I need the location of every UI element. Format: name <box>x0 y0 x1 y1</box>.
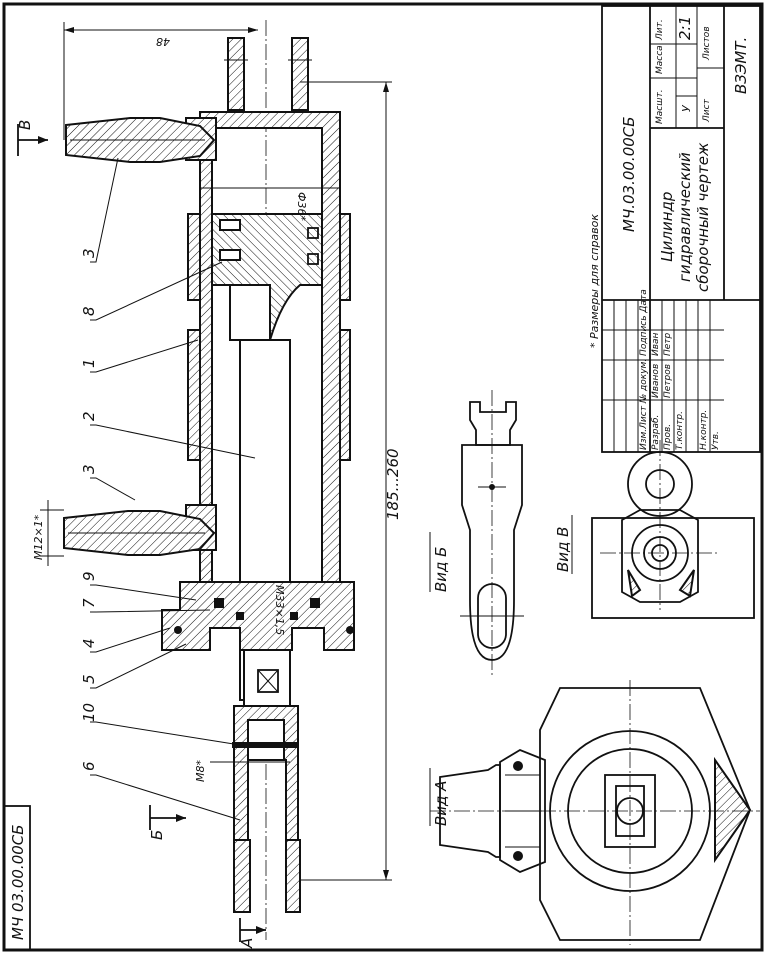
lit-value: У <box>680 104 693 112</box>
prov-label: Пров. <box>663 424 673 450</box>
callout-8: 8 <box>80 306 98 316</box>
lit-header: Лит. <box>655 19 665 41</box>
sig-1: Иван <box>651 332 661 356</box>
dim-48: 48 <box>156 35 170 48</box>
sheets-header: Листов <box>702 26 712 61</box>
dim-length: 185...260 <box>384 448 402 520</box>
arrow-label-a: А <box>238 938 256 949</box>
scale-header: Масшт. <box>655 89 665 124</box>
callout-2: 2 <box>80 411 98 421</box>
stamp-box <box>3 805 31 951</box>
view-a-label: Вид А <box>432 781 450 826</box>
callout-3a: 3 <box>80 248 98 258</box>
callout-10: 10 <box>80 703 98 722</box>
designation: МЧ.03.00.00СБ <box>620 116 638 232</box>
dim-m33: M33×1,5 <box>273 585 286 635</box>
arrow-label-v: В <box>16 120 34 130</box>
name-petrov: Петров <box>663 364 673 398</box>
scale-value: 2:1 <box>676 16 694 40</box>
dimensions: 48 Ф36* 185...260 M12×1* M33×1,5 M8* <box>32 22 402 881</box>
sig-2: Петр <box>663 332 673 356</box>
callout-5: 5 <box>80 674 98 684</box>
sheet-header: Лист <box>702 98 712 123</box>
nkontr-label: Н.контр. <box>699 410 709 450</box>
name-ivanov: Иванов <box>651 364 661 398</box>
dim-m8: M8* <box>194 760 207 782</box>
callout-4: 4 <box>80 638 98 648</box>
mass-header: Масса <box>655 45 665 74</box>
tkontr-label: Т.контр. <box>675 411 685 450</box>
title-block: МЧ.03.00.00СБ Цилиндр гидравлический сбо… <box>601 5 761 453</box>
title-line-3: сборочный чертеж <box>694 142 712 292</box>
callout-3b: 3 <box>80 464 98 474</box>
dim-dia-36: Ф36* <box>295 192 308 221</box>
view-v-label: Вид В <box>554 527 572 572</box>
view-b-label: Вид Б <box>432 547 450 592</box>
designation-stamp: МЧ 03.00.00СБ <box>9 824 27 940</box>
reference-note: * Размеры для справок <box>588 214 601 348</box>
view-arrows: В Б А <box>16 120 266 949</box>
callout-7: 7 <box>80 598 98 608</box>
title-line-2: гидравлический <box>676 152 694 282</box>
main-section <box>63 20 355 940</box>
utv-label: Утв. <box>711 431 721 450</box>
callout-1: 1 <box>80 358 98 368</box>
arrow-label-b: Б <box>148 830 166 840</box>
dim-m12: M12×1* <box>32 514 45 560</box>
change-cols: Изм.Лист № докум. Подпись Дата <box>639 289 649 450</box>
callout-6: 6 <box>80 761 98 771</box>
callout-9: 9 <box>80 571 98 581</box>
callouts: 3 8 1 2 3 9 7 4 5 10 6 <box>80 157 256 821</box>
view-v: Вид В <box>554 440 755 619</box>
org-name: ВЗЭМТ. <box>732 37 750 94</box>
view-a: Вид А <box>429 680 760 945</box>
title-line-1: Цилиндр <box>658 192 676 262</box>
razrab-label: Разраб. <box>651 415 661 450</box>
view-b: Вид Б <box>429 390 524 676</box>
